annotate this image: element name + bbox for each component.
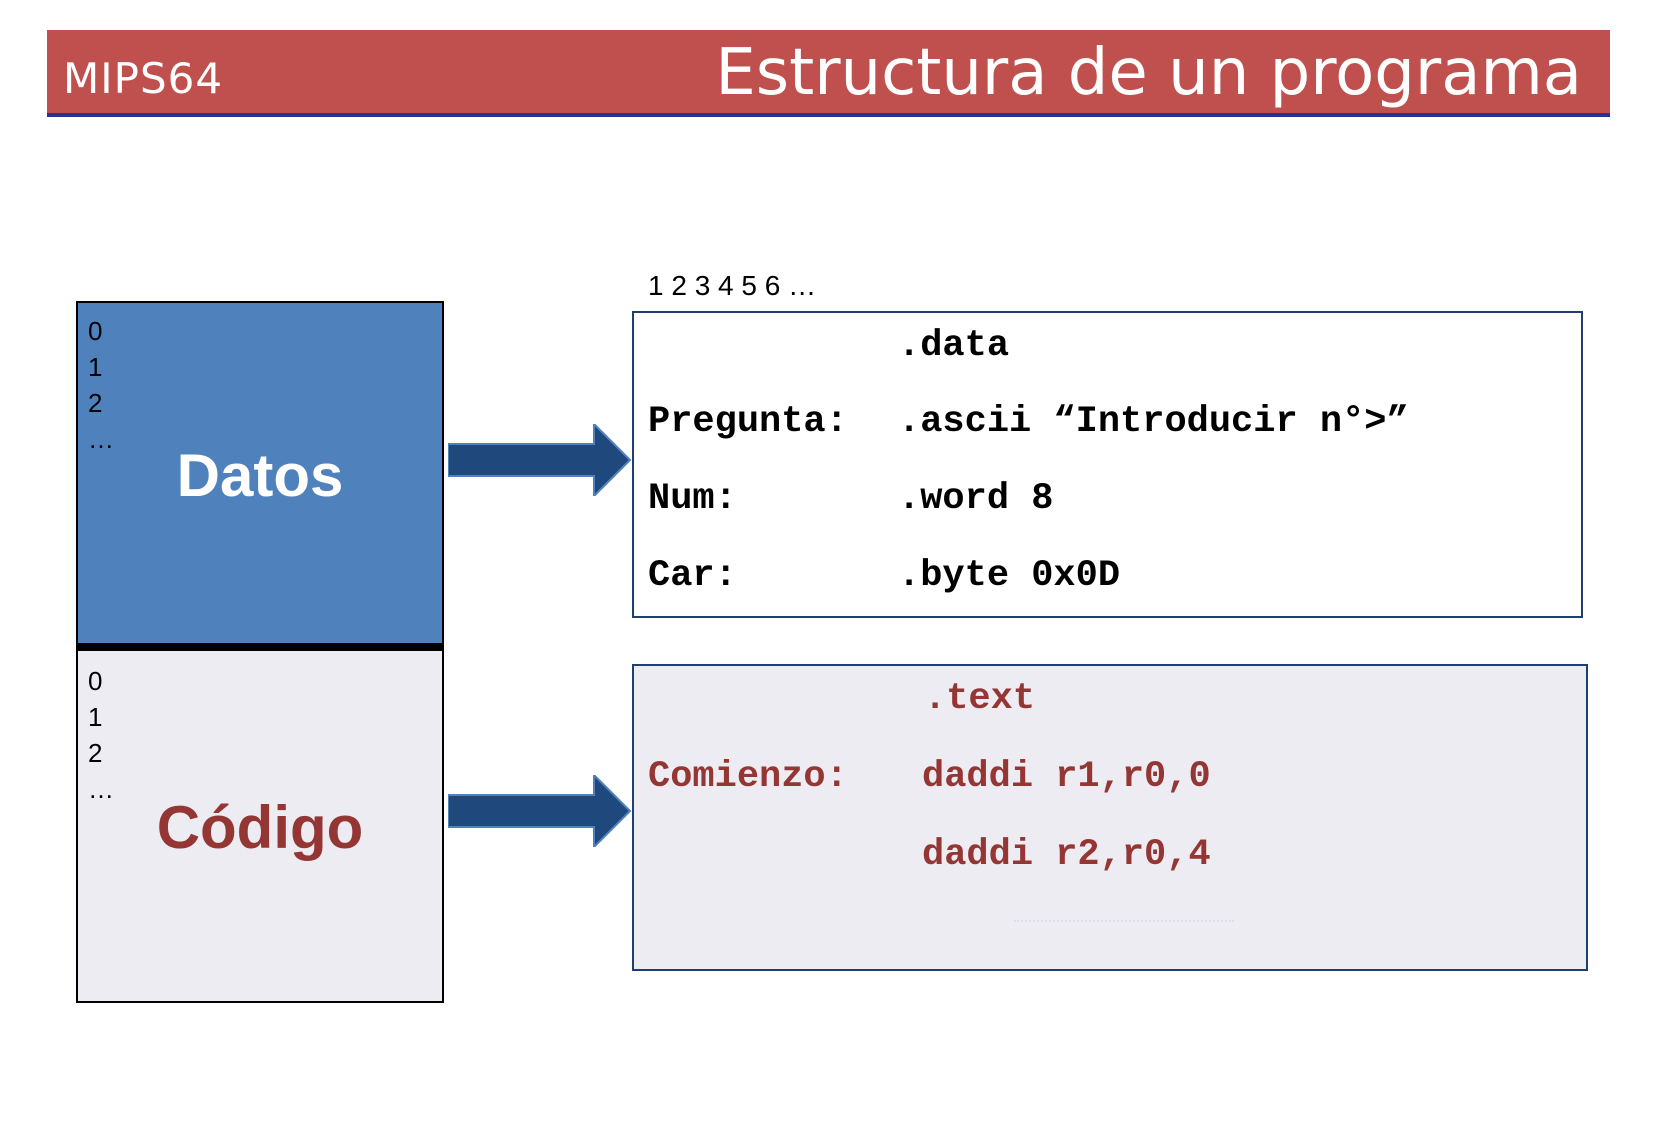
address-0: 0 [88,316,103,346]
address-2: 2 [88,388,103,418]
data-section-box: .data Pregunta: .ascii “Introducir n°>” … [632,311,1583,618]
code-instruction: .ascii “Introducir n°>” [898,401,1409,443]
address-ellipsis: … [88,774,114,804]
code-instruction: .byte 0x0D [898,555,1121,597]
code-label: Comienzo: [648,756,848,798]
arrow-right-icon [448,775,632,847]
address-1: 1 [88,702,103,732]
memory-block-codigo: 0 1 2 … Código [76,645,444,1003]
address-list: 0 1 2 … [88,313,114,457]
address-ellipsis: … [88,424,114,454]
data-directive: .data [898,325,1010,367]
datos-label: Datos [176,442,344,509]
address-2: 2 [88,738,103,768]
code-label: Car: [648,555,737,597]
faint-dotted-line [1014,920,1234,922]
address-1: 1 [88,352,103,382]
code-instruction: daddi r2,r0,4 [922,834,1211,876]
code-instruction: .word 8 [898,478,1054,520]
course-label: MIPS64 [63,54,224,103]
slide-title: Estructura de un programa [715,36,1582,110]
address-0: 0 [88,666,103,696]
memory-block-datos: 0 1 2 … Datos [76,301,444,645]
text-directive: .text [924,678,1036,720]
arrow-right-icon [448,424,632,496]
title-bar: MIPS64 Estructura de un programa [47,30,1610,117]
code-instruction: daddi r1,r0,0 [922,756,1211,798]
text-section-box: .text Comienzo: daddi r1,r0,0 daddi r2,r… [632,664,1588,971]
address-list: 0 1 2 … [88,663,114,807]
code-label: Num: [648,478,737,520]
code-label: Pregunta: [648,401,848,443]
column-ruler: 1 2 3 4 5 6 … [648,270,817,301]
codigo-label: Código [156,794,364,861]
